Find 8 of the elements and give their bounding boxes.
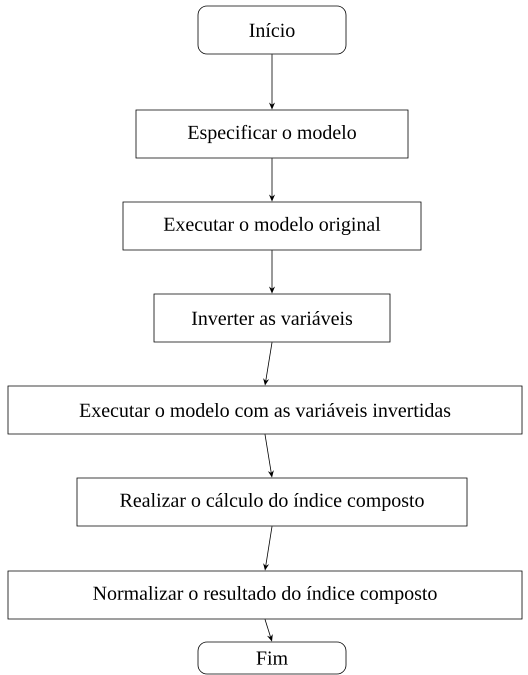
process-box: Realizar o cálculo do índice composto (76, 478, 468, 526)
process-box: Inverter as variáveis (154, 294, 390, 342)
process-box: Executar o modelo com as variáveis invertidas (8, 386, 522, 434)
process-box: Normalizar o resultado do índice composto (8, 570, 522, 620)
terminal-box: Início (198, 6, 346, 54)
process-box: Executar o modelo original (122, 202, 422, 250)
terminal-box: Fim (198, 642, 346, 674)
process-box: Especificar o modelo (136, 110, 408, 158)
